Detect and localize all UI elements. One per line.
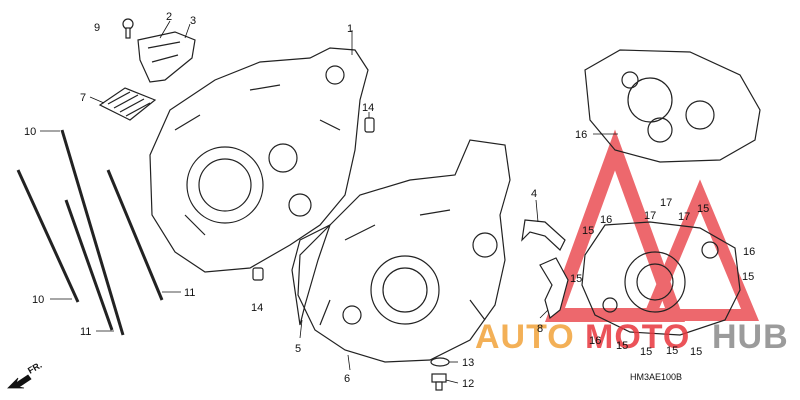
callout-9: 9 xyxy=(94,22,100,34)
callout-17-b: 17 xyxy=(644,210,656,222)
callout-17-a: 17 xyxy=(660,197,672,209)
callout-14-upper: 14 xyxy=(362,102,374,114)
callout-16-gasket: 16 xyxy=(575,129,587,141)
gasket-5 xyxy=(291,223,332,326)
callout-15-e: 15 xyxy=(616,340,628,352)
callout-11-upper: 11 xyxy=(184,287,195,299)
front-direction-indicator: FR. xyxy=(7,360,44,389)
watermark-triangle-left xyxy=(545,129,685,322)
callout-13: 13 xyxy=(462,357,474,369)
callout-15-d: 15 xyxy=(570,273,582,285)
callout-15-b: 15 xyxy=(582,225,594,237)
callout-10-upper: 10 xyxy=(24,126,36,138)
callout-14-lower: 14 xyxy=(251,302,263,314)
callout-16-d: 16 xyxy=(589,335,601,347)
arm-8 xyxy=(539,257,569,320)
callout-12: 12 xyxy=(462,378,474,390)
watermark-logo xyxy=(545,129,759,322)
callout-16-c: 16 xyxy=(743,246,755,258)
callout-10-lower: 10 xyxy=(32,294,44,306)
bracket-4 xyxy=(521,219,566,251)
watermark-triangle-right xyxy=(641,179,759,321)
callout-4: 4 xyxy=(531,188,537,200)
oil-screen-7 xyxy=(98,87,157,121)
callout-5: 5 xyxy=(295,343,301,355)
callout-11-lower: 11 xyxy=(80,326,91,338)
watermark-text-3: HUB xyxy=(712,318,789,356)
callout-16-b: 16 xyxy=(600,214,612,226)
crankcase-right-half xyxy=(297,139,511,363)
drain-bolt-12 xyxy=(431,373,447,391)
front-arrow-icon xyxy=(7,374,32,389)
bolt-9 xyxy=(122,18,134,39)
callout-labels: 9 2 3 1 7 14 10 16 4 17 17 17 15 15 16 1… xyxy=(24,11,755,390)
callout-15-c: 15 xyxy=(742,271,754,283)
callout-3: 3 xyxy=(190,15,196,27)
crankcase-left-half xyxy=(149,47,369,273)
callout-15-g: 15 xyxy=(666,345,678,357)
callout-15-a: 15 xyxy=(697,203,709,215)
callout-2: 2 xyxy=(166,11,172,23)
watermark-text-1: AUTO xyxy=(475,318,575,356)
callout-8: 8 xyxy=(537,323,543,335)
callout-7: 7 xyxy=(80,92,86,104)
crankcase-cover xyxy=(581,221,741,336)
watermark-text-2: MOTO xyxy=(585,318,690,356)
stud-bolts xyxy=(16,129,164,336)
front-label: FR. xyxy=(26,360,44,376)
watermark-wordmark: AUTO MOTO HUB xyxy=(475,318,789,356)
callout-15-f: 15 xyxy=(640,346,652,358)
dowel-pin-upper xyxy=(364,117,375,133)
leader-lines xyxy=(40,20,618,384)
callout-17-c: 17 xyxy=(678,211,690,223)
diagram-code: HM3AE100B xyxy=(630,372,682,382)
callout-15-h: 15 xyxy=(690,346,702,358)
callout-6: 6 xyxy=(344,373,350,385)
crankcase-gasket xyxy=(584,49,761,163)
dowel-pin-lower xyxy=(252,267,264,281)
washer-13 xyxy=(430,357,450,367)
breather-plate-2 xyxy=(137,31,196,83)
callout-1: 1 xyxy=(347,23,353,35)
